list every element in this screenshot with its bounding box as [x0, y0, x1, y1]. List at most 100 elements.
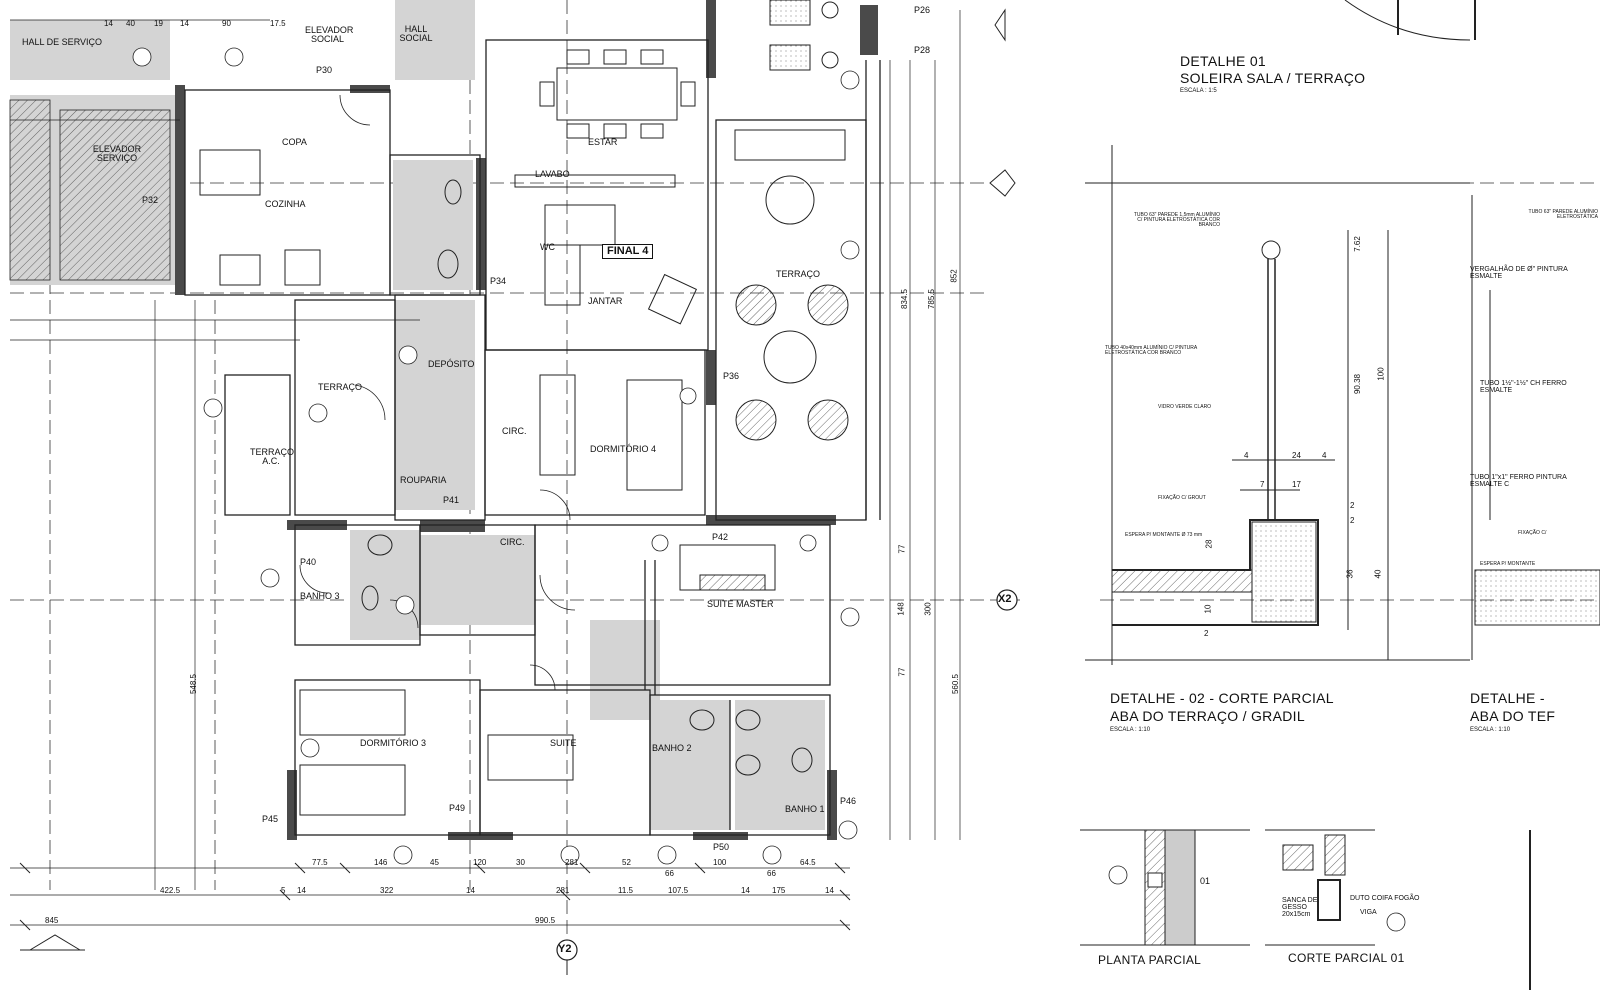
dim-label: 66	[767, 869, 776, 878]
detail-note: TUBO 40x40mm ALUMÍNIO C/ PINTURA ELETROS…	[1105, 345, 1197, 356]
room-label-circ-2: CIRC.	[500, 537, 525, 547]
detalhe02-scale: ESCALA : 1:10	[1110, 727, 1151, 733]
dim-label: 422.5	[160, 886, 181, 895]
detalhe01-scale: ESCALA : 1:5	[1180, 88, 1217, 94]
dim-label: 146	[374, 858, 388, 867]
dim-label: 17.5	[270, 19, 286, 28]
room-label-terraco-ac: TERRAÇO A.C.	[250, 447, 295, 466]
dim-label: 52	[622, 858, 631, 867]
hatched-walls	[9, 99, 171, 281]
detalhe02-subtitle: ABA DO TERRAÇO / GRADIL	[1110, 708, 1305, 724]
dim-label: 281	[565, 858, 579, 867]
detail-note: ESPERA P/ MONTANTE Ø 73 mm	[1125, 532, 1203, 538]
room-label-wc: WC	[540, 242, 555, 252]
axis-label-y2: Y2	[558, 943, 572, 955]
room-label-suite-master: SUITE MASTER	[707, 599, 774, 609]
duto-label: DUTO COIFA FOGÃO	[1350, 895, 1420, 902]
dim-label: 45	[430, 858, 439, 867]
panel-label: P45	[262, 814, 279, 824]
room-label-hall-servico: HALL DE SERVIÇO	[22, 37, 103, 47]
dim-label: 14	[180, 19, 189, 28]
room-label-jantar: JANTAR	[588, 296, 623, 306]
panel-label: P50	[713, 842, 730, 852]
detail-dim: 2	[1350, 516, 1355, 525]
detail-note: VIDRO VERDE CLARO	[1158, 404, 1212, 410]
room-label-banho-2: BANHO 2	[652, 743, 692, 753]
dim-label: 90	[222, 19, 231, 28]
panel-label: P30	[316, 65, 333, 75]
dim-label: 560.5	[951, 673, 961, 695]
planta-parcial-title: PLANTA PARCIAL	[1098, 953, 1202, 967]
detail-dim: 90.38	[1353, 373, 1363, 395]
dim-label: 14	[466, 886, 475, 895]
axis-markers	[20, 8, 1018, 975]
axis-label-x2: X2	[998, 593, 1012, 605]
detail-note-right: FIXAÇÃO C/	[1518, 530, 1547, 536]
corte-parcial-title: CORTE PARCIAL 01	[1288, 951, 1405, 965]
dim-label: 300	[923, 602, 933, 616]
room-label-lavabo: LAVABO	[535, 169, 570, 179]
dim-label: 30	[516, 858, 525, 867]
detail-dim: 24	[1292, 451, 1301, 460]
detail-dim: 7	[1260, 480, 1265, 489]
final-tag: FINAL 4	[602, 244, 654, 259]
dim-label: 175	[772, 886, 786, 895]
detail-dim: 28	[1204, 539, 1214, 549]
dim-label: 14	[825, 886, 834, 895]
dim-label: 845	[45, 916, 59, 925]
panel-label: P49	[449, 803, 466, 813]
dim-label: 5	[281, 886, 286, 895]
dimension-ticks	[19, 862, 851, 931]
panel-label: P26	[914, 5, 931, 15]
room-label-dormitorio-3: DORMITÓRIO 3	[360, 738, 427, 748]
dim-label: 990.5	[535, 916, 556, 925]
panel-label: P42	[712, 532, 729, 542]
panel-label: P36	[723, 371, 740, 381]
section-markers	[132, 47, 1406, 932]
detail-dim: 7.62	[1352, 236, 1362, 252]
sanca-label: SANCA DE GESSO 20x15cm	[1282, 897, 1318, 918]
detail-note: TUBO 63" PAREDE 1,5mm ALUMÍNIO C/ PINTUR…	[1133, 212, 1220, 228]
room-walls	[184, 39, 881, 836]
detalhe01-subtitle: SOLEIRA SALA / TERRAÇO	[1180, 70, 1366, 86]
room-label-suite: SUITE	[550, 738, 577, 748]
room-label-circ-1: CIRC.	[502, 426, 527, 436]
dim-label: 40	[126, 19, 135, 28]
dim-label: 14	[297, 886, 306, 895]
room-label-rouparia: ROUPARIA	[400, 475, 447, 485]
dim-label: 66	[665, 869, 674, 878]
dim-label: 77	[897, 544, 907, 554]
panel-label: P40	[300, 557, 317, 567]
dim-label: 120	[473, 858, 487, 867]
panel-label: P28	[914, 45, 931, 55]
detail-note-right: VERGALHÃO DE Ø" PINTURA ESMALTE	[1470, 266, 1568, 280]
dim-label: 11.5	[618, 886, 633, 895]
detail-note: FIXAÇÃO C/ GROUT	[1158, 495, 1206, 501]
dim-label: 14	[741, 886, 750, 895]
detail-dim: 17	[1292, 480, 1301, 489]
room-label-banho-1: BANHO 1	[785, 804, 825, 814]
dim-label: 148	[896, 602, 906, 616]
room-label-cozinha: COZINHA	[265, 199, 306, 209]
detalhe02b-scale: ESCALA : 1:10	[1470, 727, 1511, 733]
detail-dim: 4	[1244, 451, 1249, 460]
dim-label: 785.5	[927, 288, 937, 310]
dim-label: 834.5	[900, 288, 910, 310]
dim-label: 19	[154, 19, 163, 28]
detail-dim: 36	[1345, 569, 1355, 579]
room-furniture	[199, 0, 839, 816]
detalhe02-title: DETALHE - 02 - CORTE PARCIAL	[1110, 690, 1334, 706]
detail-dim: 100	[1376, 367, 1386, 381]
detalhe01-title: DETALHE 01	[1180, 53, 1266, 69]
room-label-hall-social: HALL SOCIAL	[399, 24, 433, 43]
room-label-elevador-social: ELEVADOR SOCIAL	[305, 25, 354, 44]
callout-01: 01	[1200, 876, 1211, 886]
dim-label: 77	[897, 667, 907, 677]
room-label-terraco-small: TERRAÇO	[318, 382, 363, 392]
detail-note-right: TUBO 1½"-1½" CH FERRO ESMALTE	[1480, 380, 1567, 394]
panel-label: P32	[142, 195, 159, 205]
dimension-lines	[10, 10, 961, 926]
room-label-copa: COPA	[282, 137, 307, 147]
